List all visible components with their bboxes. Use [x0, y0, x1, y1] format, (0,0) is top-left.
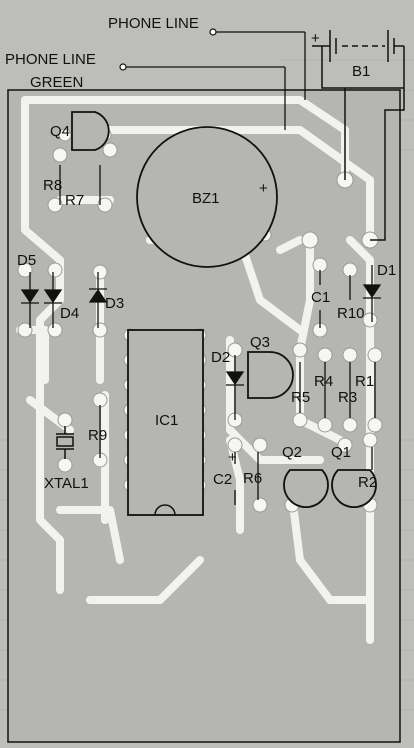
r5-label: R5 — [291, 389, 310, 406]
d2-label: D2 — [211, 349, 230, 366]
r9-label: R9 — [88, 427, 107, 444]
q4-label: Q4 — [50, 123, 70, 140]
xtal1-label: XTAL1 — [44, 475, 89, 492]
r6-label: R6 — [243, 470, 262, 487]
transistor-q3 — [247, 351, 294, 399]
bz1-plus-label: + — [259, 180, 268, 197]
c2-label: C2 — [213, 471, 232, 488]
c1-label: C1 — [311, 289, 330, 306]
r3-label: R3 — [338, 389, 357, 406]
crystal-xtal1 — [56, 426, 74, 459]
ic1-chip — [127, 329, 204, 516]
q3-label: Q3 — [250, 334, 270, 351]
d5-label: D5 — [17, 252, 36, 269]
q1-label: Q1 — [331, 444, 351, 461]
resistors-right — [299, 362, 376, 418]
diode-d1 — [362, 265, 382, 322]
r2-label: R2 — [358, 474, 377, 491]
ic1-notch — [154, 504, 176, 516]
diodes-left — [20, 272, 108, 328]
transistor-q1 — [331, 469, 377, 508]
phone-line-leads — [125, 31, 306, 130]
ic1-label: IC1 — [155, 412, 178, 429]
c2-plus-label: + — [228, 449, 237, 466]
r7-label: R7 — [65, 192, 84, 209]
r1-label: R1 — [355, 373, 374, 390]
r10-label: R10 — [337, 305, 365, 322]
b1-label: B1 — [352, 63, 370, 80]
bz1-label: BZ1 — [192, 190, 220, 207]
r8-label: R8 — [43, 177, 62, 194]
battery-plus-label: + — [311, 30, 320, 47]
buzzer-bz1 — [136, 126, 278, 268]
green-label: GREEN — [30, 74, 83, 91]
transistor-q2 — [283, 469, 329, 508]
phone-line-terminal-2 — [119, 63, 127, 71]
d3-label: D3 — [105, 295, 124, 312]
diode-d2 — [225, 355, 245, 420]
q2-label: Q2 — [282, 444, 302, 461]
phone-line-label-2: PHONE LINE — [5, 51, 96, 68]
r4-label: R4 — [314, 373, 333, 390]
phone-line-label-1: PHONE LINE — [108, 15, 199, 32]
battery-b1 — [312, 30, 405, 241]
d1-label: D1 — [377, 262, 396, 279]
phone-line-terminal-1 — [209, 28, 217, 36]
transistor-q4 — [71, 111, 110, 151]
d4-label: D4 — [60, 305, 79, 322]
